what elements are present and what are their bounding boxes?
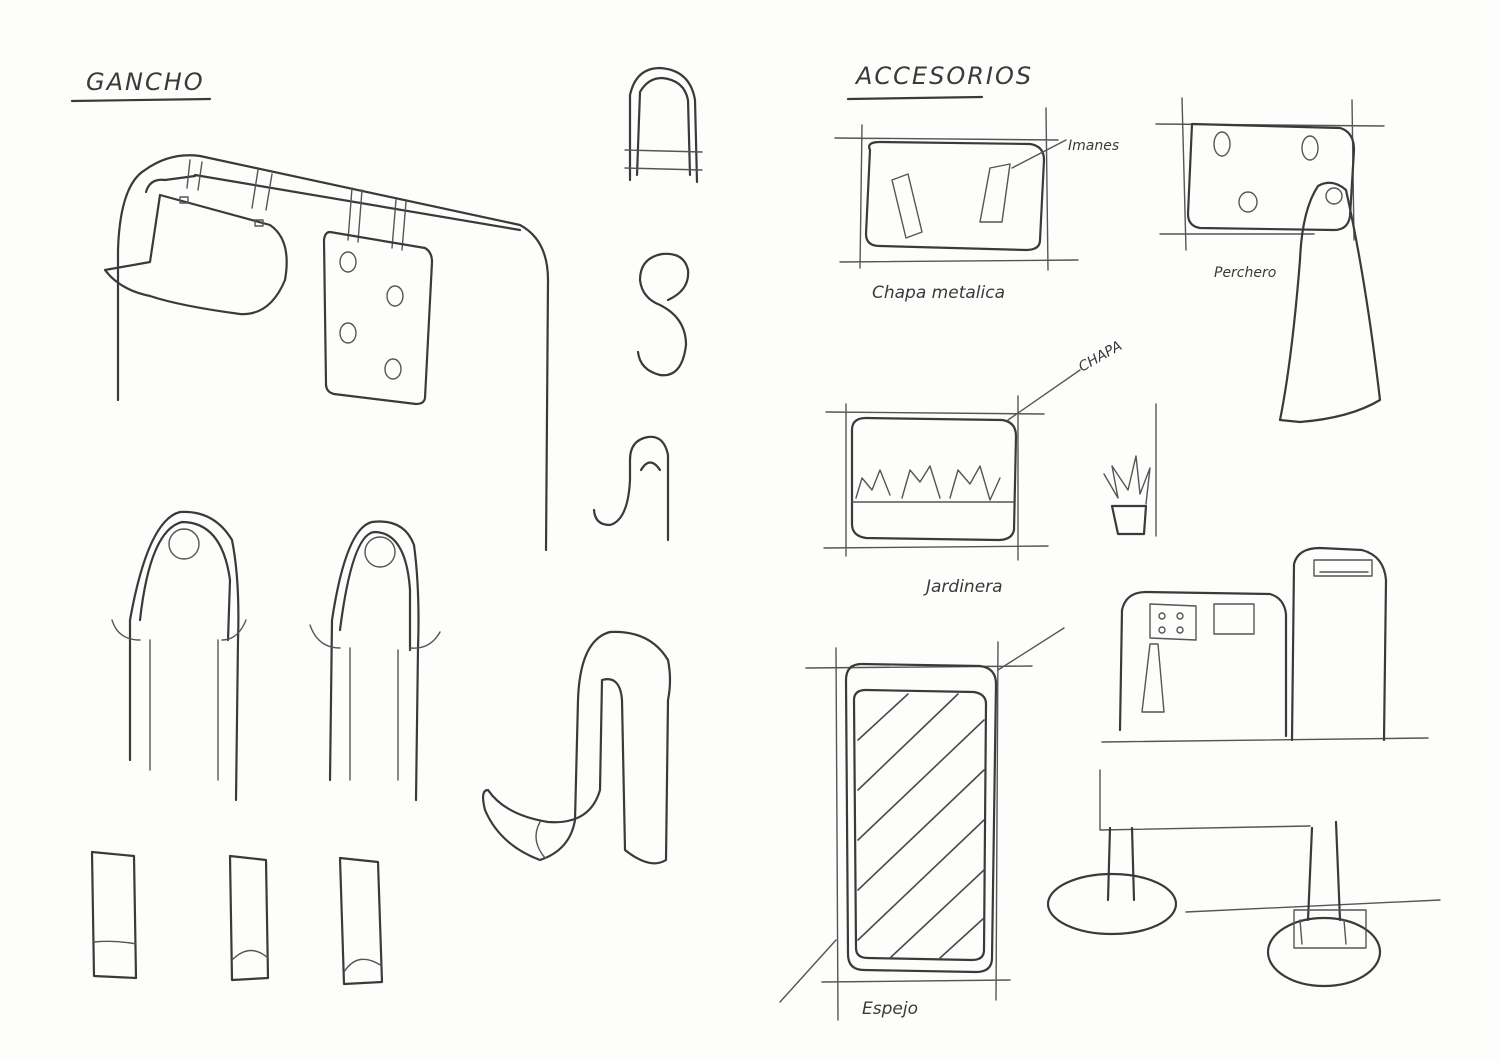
u-hook-sketch [624,66,703,184]
chapa-metalica-sketch: Imanes Chapa metalica [834,107,1119,303]
base-detail-sketch [1046,769,1441,988]
gancho-title: GANCHO [86,68,205,96]
tube-end-angled [338,856,384,986]
label-chapa: CHAPA [1076,338,1125,375]
hook-rail-sketch [103,154,550,552]
double-hook-sketch-2 [309,520,441,802]
tube-end-flat [90,850,138,980]
espejo-sketch: Espejo [779,627,1065,1021]
plant-pot-sketch [1103,403,1157,537]
wide-hook-sketch [481,630,672,865]
perchero-sketch: Perchero [1155,97,1385,424]
double-hook-sketch-1 [111,510,247,802]
label-perchero: Perchero [1214,265,1276,281]
assembly-sketch [1101,546,1429,743]
accesorios-section: ACCESORIOS Imanes Chapa metalica Percher… [779,62,1441,1021]
accesorios-title: ACCESORIOS [854,62,1033,90]
j-hook-sketch [592,435,670,542]
accesorios-title-underline [846,95,984,101]
jardinera-sketch: CHAPA Jardinera [823,338,1125,597]
label-chapa-metalica: Chapa metalica [872,283,1005,303]
tube-end-rounded [228,854,270,982]
label-imanes: Imanes [1068,138,1119,154]
label-espejo: Espejo [862,999,918,1019]
gancho-section: GANCHO [70,66,703,986]
gancho-title-underline [70,97,212,103]
s-hook-sketch [636,252,690,377]
label-jardinera: Jardinera [923,577,1003,597]
